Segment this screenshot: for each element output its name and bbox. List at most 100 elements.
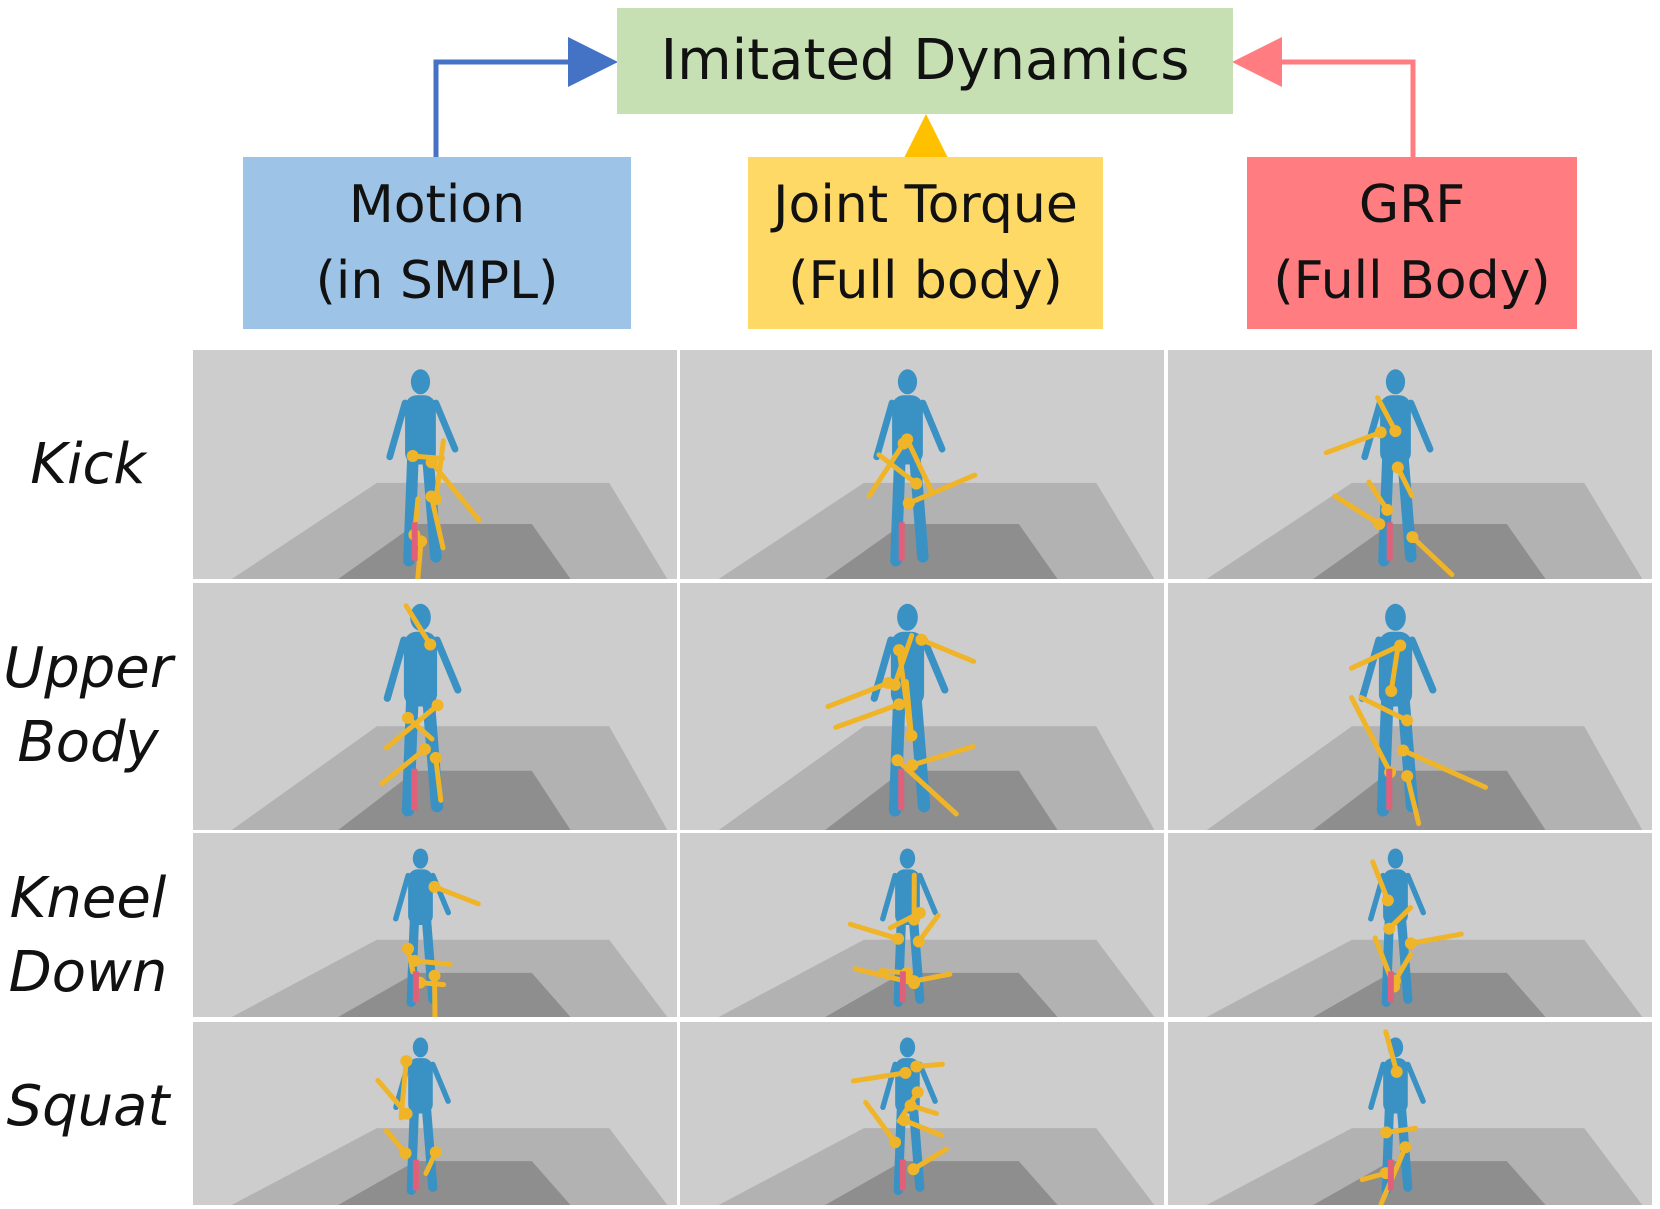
render-squat-torque xyxy=(680,1022,1164,1205)
joint-marker xyxy=(908,913,921,926)
torque-arrow xyxy=(866,441,907,499)
human-figure xyxy=(386,369,459,567)
joint-marker xyxy=(429,1146,442,1159)
floor-mat xyxy=(338,770,571,830)
joint-marker xyxy=(1385,684,1398,697)
joint-marker xyxy=(912,935,925,948)
joint-marker xyxy=(400,1055,413,1068)
joint-marker xyxy=(897,437,910,450)
torque-arrow xyxy=(1375,395,1398,434)
torque-arrow xyxy=(403,603,433,648)
row-label-line: Body xyxy=(17,710,159,775)
torque-arrow xyxy=(1409,534,1455,578)
flow-arrows xyxy=(433,37,1416,164)
torque-arrow xyxy=(903,679,914,739)
joint-marker xyxy=(428,880,441,893)
joint-marker xyxy=(893,644,906,657)
joint-marker xyxy=(428,969,441,982)
imitated-dynamics-label: Imitated Dynamics xyxy=(660,28,1190,93)
joint-marker xyxy=(1380,1126,1393,1139)
joint-marker xyxy=(1404,937,1417,950)
row-label-upper-body: Upper Body xyxy=(0,632,176,780)
torque-arrow xyxy=(850,1070,908,1084)
motion-arrow xyxy=(433,37,618,157)
torque-arrow xyxy=(1332,493,1382,527)
render-squat-grf xyxy=(1168,1022,1652,1205)
torque-arrow xyxy=(833,701,902,730)
torque-arrow xyxy=(918,637,977,664)
joint-marker xyxy=(908,977,921,990)
torque-arrow xyxy=(876,452,919,487)
floor-mat xyxy=(825,1161,1058,1205)
joint-marker xyxy=(882,676,895,689)
grf-title: GRF xyxy=(1358,175,1466,235)
motion-title: Motion xyxy=(348,175,526,235)
render-upper-body-grf xyxy=(1168,583,1652,830)
human-figure xyxy=(383,603,462,817)
imitated-dynamics-box: Imitated Dynamics xyxy=(617,8,1233,114)
joint-marker xyxy=(911,1086,924,1099)
joint-torque-box: Joint Torque (Full body) xyxy=(748,157,1103,329)
row-label-line: Down xyxy=(8,940,168,1005)
row-label-line: Kick xyxy=(30,432,146,497)
grf-box: GRF (Full Body) xyxy=(1247,157,1577,329)
torque-arrow xyxy=(1388,648,1400,694)
torque-arrow xyxy=(1349,695,1393,775)
floor-mat xyxy=(1313,770,1546,830)
torque-arrow xyxy=(909,743,976,768)
render-kneel-down-motion xyxy=(193,833,677,1017)
joint-marker xyxy=(425,490,438,503)
motion-subtitle: (in SMPL) xyxy=(315,251,559,311)
joint-marker xyxy=(902,497,915,510)
render-upper-body-motion xyxy=(193,583,677,830)
torque-arrow xyxy=(1370,859,1391,903)
torque-arrow xyxy=(429,459,482,523)
joint-marker xyxy=(893,698,906,711)
torque-arrow xyxy=(379,746,428,787)
torque-arrow xyxy=(1358,694,1410,723)
joint-marker xyxy=(1406,531,1419,544)
joint-marker xyxy=(1389,425,1402,438)
joint-marker xyxy=(1394,639,1407,652)
floor-mat xyxy=(825,972,1058,1017)
grf-subtitle: (Full Body) xyxy=(1273,251,1551,311)
joint-marker xyxy=(907,1163,920,1176)
joint-marker xyxy=(418,743,431,756)
joint-marker xyxy=(1383,922,1396,935)
torque-arrow xyxy=(847,921,901,942)
torque-arrow xyxy=(894,757,959,817)
torque-arrow xyxy=(431,973,438,1017)
joint-marker xyxy=(910,1060,923,1073)
torque-arrow xyxy=(892,632,915,688)
render-kick-motion xyxy=(193,350,677,579)
torque-arrow xyxy=(911,971,953,984)
joint-marker xyxy=(399,1147,412,1160)
joint-torque-subtitle: (Full body) xyxy=(788,251,1063,311)
joint-marker xyxy=(1373,517,1386,530)
joint-marker xyxy=(1390,1065,1403,1078)
human-figure xyxy=(1368,848,1427,1007)
torque-arrow xyxy=(1323,429,1384,456)
joint-marker xyxy=(899,1066,912,1079)
joint-marker xyxy=(431,699,444,712)
floor-mat xyxy=(338,1161,571,1205)
render-kneel-down-torque xyxy=(680,833,1164,1017)
torque-arrow xyxy=(901,1117,945,1138)
row-label-squat: Squat xyxy=(0,1070,176,1144)
joint-marker xyxy=(424,638,437,651)
grf-arrow xyxy=(1232,37,1416,157)
joint-marker xyxy=(1397,744,1410,757)
torque-arrow xyxy=(415,538,424,579)
torque-arrow xyxy=(906,472,978,506)
torque-arrow xyxy=(904,436,934,493)
joint-marker xyxy=(910,477,923,490)
joint-marker xyxy=(889,1136,902,1149)
torque-arrow xyxy=(1408,931,1464,946)
torque-arrow xyxy=(431,884,481,907)
torque-arrow xyxy=(433,755,444,803)
floor-mat xyxy=(338,972,571,1017)
row-label-line: Upper xyxy=(3,636,173,701)
torque-arrow xyxy=(383,702,441,751)
joint-marker xyxy=(425,456,438,469)
torque-arrow xyxy=(1383,1029,1400,1075)
